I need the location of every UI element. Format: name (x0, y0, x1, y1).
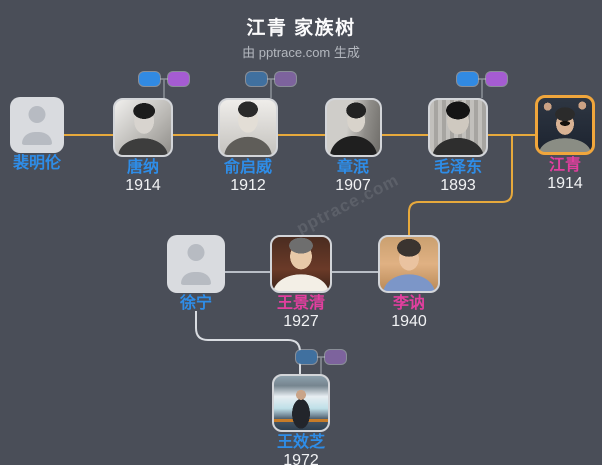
male-link-badge-icon (296, 350, 317, 364)
portrait-photo (113, 98, 173, 157)
person-year: 1940 (391, 313, 427, 330)
female-link-badge-icon (486, 72, 507, 86)
portrait-photo (218, 98, 278, 157)
male-link-badge-icon (139, 72, 160, 86)
person-name: 王效芝 (276, 434, 325, 451)
person-name: 俞启威 (223, 159, 272, 176)
person-year: 1927 (283, 313, 319, 330)
person-card-wang-jingqing[interactable]: 王景清 1927 (256, 235, 346, 330)
portrait-photo (324, 98, 382, 157)
parents-link-badges-yuqiwei[interactable] (246, 72, 296, 86)
portrait-photo (428, 98, 488, 157)
person-card-yu-qiwei[interactable]: 俞启威 1912 (203, 98, 293, 194)
person-card-mao-zedong[interactable]: 毛泽东 1893 (413, 98, 503, 194)
avatar-placeholder (167, 235, 225, 293)
person-name: 李讷 (392, 295, 425, 312)
portrait-photo (272, 374, 330, 432)
parents-link-badges-maozedong[interactable] (457, 72, 507, 86)
female-link-badge-icon (275, 72, 296, 86)
female-link-badge-icon (325, 350, 346, 364)
person-year: 1914 (125, 177, 161, 194)
person-name: 裴明伦 (12, 155, 61, 172)
person-year: 1972 (283, 452, 319, 465)
portrait-photo (270, 235, 332, 293)
portrait-photo-highlighted (535, 95, 595, 155)
xuning-to-wangxiaozhi-connector (195, 311, 301, 375)
person-year: 1912 (230, 177, 266, 194)
person-name: 唐纳 (126, 159, 159, 176)
mao-jiangqing-to-line-connector (408, 135, 513, 236)
badge-stub-lines (160, 78, 486, 374)
avatar-placeholder (10, 97, 64, 153)
person-year: 1893 (440, 177, 476, 194)
person-card-pei-minglun[interactable]: 裴明伦 (0, 97, 82, 173)
male-link-badge-icon (457, 72, 478, 86)
person-card-xu-ning[interactable]: 徐宁 (151, 235, 241, 313)
page-title: 江青 家族树 (246, 18, 356, 39)
parents-link-badges-tangna[interactable] (139, 72, 189, 86)
male-link-badge-icon (246, 72, 267, 86)
person-name: 毛泽东 (433, 159, 482, 176)
person-year: 1914 (547, 175, 583, 192)
person-card-jiang-qing[interactable]: 江青 1914 (520, 95, 602, 192)
person-card-tang-na[interactable]: 唐纳 1914 (98, 98, 188, 194)
parents-link-badges-wangxiaozhi[interactable] (296, 350, 346, 364)
person-card-li-ne[interactable]: 李讷 1940 (364, 235, 454, 330)
person-card-wang-xiaozhi[interactable]: 王效芝 1972 (256, 374, 346, 465)
person-name: 江青 (548, 157, 581, 174)
person-card-zhang-min[interactable]: 章泯 1907 (308, 98, 398, 194)
portrait-photo (378, 235, 440, 293)
person-name: 徐宁 (179, 295, 212, 312)
person-year: 1907 (335, 177, 371, 194)
person-name: 章泯 (336, 159, 369, 176)
female-link-badge-icon (168, 72, 189, 86)
person-name: 王景清 (276, 295, 325, 312)
page-subtitle: 由 pptrace.com 生成 (242, 45, 360, 60)
